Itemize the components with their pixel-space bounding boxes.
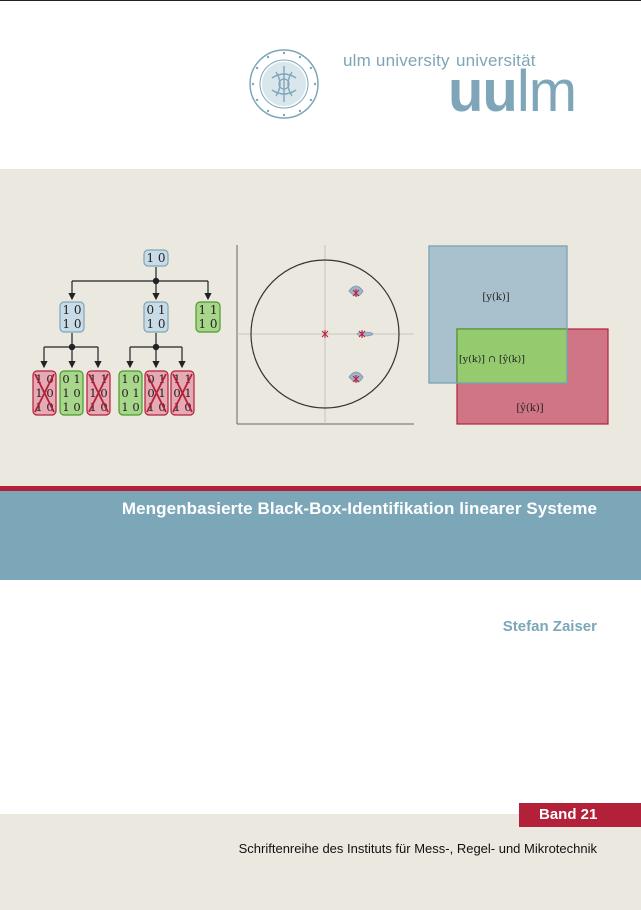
node-row: 0 1 xyxy=(62,372,80,386)
set-intersection-label: [y(k)] ∩ [ŷ(k)] xyxy=(459,354,525,365)
node-row: 1 0 xyxy=(146,317,165,331)
set-yhat-label: [ŷ(k)] xyxy=(516,403,543,414)
set-intersection-box xyxy=(456,328,568,384)
set-intersection-figure: [y(k)] [y(k)] ∩ [ŷ(k)] [ŷ(k)] xyxy=(428,245,609,425)
cover-figures: 1 0 1 0 1 0 0 1 1 0 1 1 1 0 1 0 xyxy=(32,245,609,425)
title-band xyxy=(0,491,641,580)
rejected-cross-icon xyxy=(88,373,109,413)
university-seal-icon xyxy=(249,49,319,119)
footer-band xyxy=(0,814,641,910)
node-row: 1 0 xyxy=(62,303,81,317)
figure-band: 1 0 1 0 1 0 0 1 1 0 1 1 1 0 1 0 xyxy=(0,169,641,486)
node-row: 1 0 xyxy=(121,400,139,414)
rejected-cross-icon xyxy=(172,373,193,413)
rejected-cross-icon xyxy=(146,373,167,413)
wordmark-bold: uu xyxy=(448,59,518,124)
node-row: 1 0 xyxy=(62,386,80,400)
tree-leaf-1: 1 0 1 0 1 0 xyxy=(32,370,57,416)
tree-node-2: 0 1 1 0 xyxy=(143,301,169,333)
node-row: 0 1 xyxy=(121,386,139,400)
university-name-english: ulm university xyxy=(343,51,450,70)
tree-leaf-5: 0 1 0 1 1 0 xyxy=(144,370,169,416)
tree-leaf-4: 1 0 0 1 1 0 xyxy=(118,370,143,416)
volume-badge: Band 21 xyxy=(519,803,641,827)
tree-root-node: 1 0 xyxy=(143,249,169,267)
author-name: Stefan Zaiser xyxy=(502,618,597,635)
pole-markers xyxy=(321,289,366,383)
pole-zero-plot xyxy=(236,245,414,425)
tree-node-3: 1 1 1 0 xyxy=(195,301,221,333)
tree-leaf-6: 1 1 0 1 1 0 xyxy=(170,370,195,416)
unit-circle xyxy=(250,259,400,409)
series-title: Schriftenreihe des Instituts für Mess-, … xyxy=(238,841,597,856)
node-row: 1 0 xyxy=(198,317,217,331)
university-wordmark: uulm xyxy=(448,63,577,121)
book-title: Mengenbasierte Black-Box-Identifikation … xyxy=(121,499,597,518)
tree-leaf-3: 1 1 1 0 1 0 xyxy=(86,370,111,416)
tree-node-1: 1 0 1 0 xyxy=(59,301,85,333)
node-row: 1 0 xyxy=(121,372,139,386)
wordmark-regular: lm xyxy=(516,59,577,124)
pole-region-real xyxy=(356,331,374,337)
university-name-german: universität xyxy=(456,51,536,70)
node-row: 1 0 xyxy=(62,400,80,414)
tree-root-label: 1 0 xyxy=(146,251,165,265)
tree-junction-dots xyxy=(68,277,160,351)
tree-leaf-2: 0 1 1 0 1 0 xyxy=(59,370,84,416)
node-row: 1 0 xyxy=(62,317,81,331)
node-row: 1 1 xyxy=(198,303,217,317)
rejected-cross-icon xyxy=(34,373,55,413)
set-y-label: [y(k)] xyxy=(482,292,509,303)
node-row: 0 1 xyxy=(146,303,165,317)
accent-red-line xyxy=(0,486,641,491)
